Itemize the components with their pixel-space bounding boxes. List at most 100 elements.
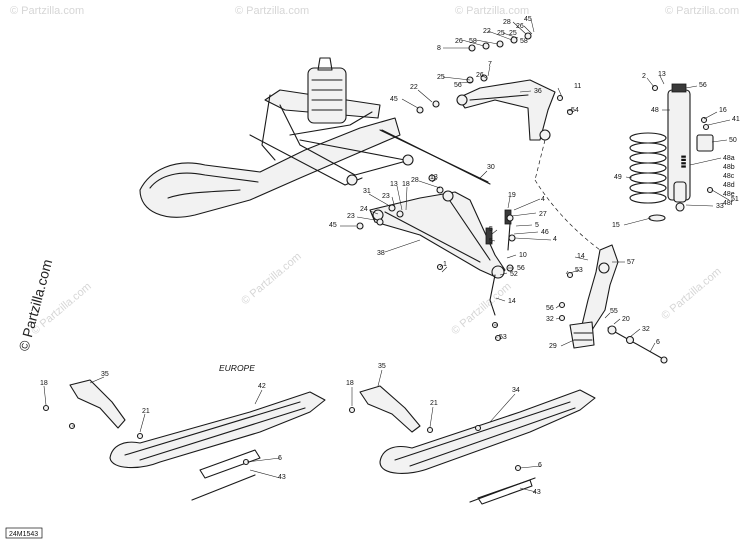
callout-label: 26 xyxy=(455,38,463,45)
callout-label: 23 xyxy=(347,213,355,220)
callout-label: 13 xyxy=(430,174,438,181)
callout-label: 18 xyxy=(346,380,354,387)
spindle-illustration xyxy=(569,244,668,364)
watermark-text: © Partzilla.com xyxy=(455,5,529,17)
callout-label: 52 xyxy=(510,271,518,278)
callout-label: 38 xyxy=(377,250,385,257)
callout-label: 23 xyxy=(382,193,390,200)
callout-label: 5 xyxy=(489,226,493,233)
callout-label: 49 xyxy=(614,174,622,181)
callout-label: 4 xyxy=(553,236,557,243)
ski-illustration xyxy=(348,385,596,505)
callout-labels: 8 26 58 22 25 28 26 45 25 58 25 56 26 7 … xyxy=(40,16,740,496)
watermark-side-label: © Partzilla.com xyxy=(15,258,55,353)
callout-label: 48f xyxy=(723,200,733,207)
callout-label: 6 xyxy=(538,462,542,469)
callout-label: 6 xyxy=(278,455,282,462)
callout-label: 28 xyxy=(503,19,511,26)
callout-label: 36 xyxy=(534,88,542,95)
callout-label: 43 xyxy=(278,474,286,481)
callout-label: 46 xyxy=(541,229,549,236)
callout-label: 14 xyxy=(508,298,516,305)
callout-label: 56 xyxy=(517,265,525,272)
figure-code-box: 24M1543 xyxy=(5,527,43,539)
callout-label: 45 xyxy=(524,16,532,23)
callout-label: 53 xyxy=(499,334,507,341)
callout-label: 8 xyxy=(437,45,441,52)
watermark-text: © Partzilla.com xyxy=(665,5,739,17)
callout-label: 18 xyxy=(402,181,410,188)
upper-a-arm-illustration xyxy=(456,79,601,251)
callout-label: 43 xyxy=(533,489,541,496)
callout-label: 53 xyxy=(575,267,583,274)
watermark-text: © Partzilla.com xyxy=(235,5,309,17)
callout-label: 48d xyxy=(723,182,735,189)
callout-label: 22 xyxy=(410,84,418,91)
callout-label: 22 xyxy=(483,28,491,35)
callout-label: 54 xyxy=(571,107,579,114)
callout-label: 48a xyxy=(723,155,735,162)
callout-label: 45 xyxy=(329,222,337,229)
frame-assembly-illustration xyxy=(139,57,489,218)
callout-label: 25 xyxy=(497,30,505,37)
callout-label: 15 xyxy=(612,222,620,229)
figure-code: 24M1543 xyxy=(9,531,38,538)
hardware-illustration xyxy=(356,32,714,342)
callout-label: 32 xyxy=(546,316,554,323)
callout-label: 50 xyxy=(729,137,737,144)
callout-label: 48e xyxy=(723,191,735,198)
callout-label: 25 xyxy=(509,30,517,37)
watermark-text: © Partzilla.com xyxy=(10,5,84,17)
ski-europe-illustration xyxy=(42,379,326,501)
callout-label: 26 xyxy=(516,23,524,30)
callout-label: 31 xyxy=(363,188,371,195)
coil-spring-illustration xyxy=(629,132,667,222)
lower-a-arm-illustration xyxy=(369,190,512,316)
callout-label: 29 xyxy=(549,343,557,350)
callout-label: 45 xyxy=(390,96,398,103)
watermark-text: © Partzilla.com xyxy=(659,265,723,322)
callout-label: 56 xyxy=(699,82,707,89)
callout-label: 5 xyxy=(535,222,539,229)
region-label: EUROPE xyxy=(219,363,255,373)
callout-label: 48b xyxy=(723,164,735,171)
callout-label: 10 xyxy=(519,252,527,259)
callout-label: 6 xyxy=(656,339,660,346)
callout-label: 20 xyxy=(622,316,630,323)
callout-label: 30 xyxy=(487,164,495,171)
callout-label: 32 xyxy=(642,326,650,333)
callout-label: 48c xyxy=(723,173,735,180)
callout-label: 55 xyxy=(610,308,618,315)
callout-label: 34 xyxy=(512,387,520,394)
callout-label: 24 xyxy=(360,206,368,213)
callout-label: 13 xyxy=(390,181,398,188)
callout-label: 56 xyxy=(546,305,554,312)
callout-label: 2 xyxy=(642,73,646,80)
callout-label: 58 xyxy=(520,38,528,45)
watermark-text: © Partzilla.com xyxy=(239,250,303,307)
callout-label: 58 xyxy=(469,38,477,45)
callout-label: 41 xyxy=(732,116,740,123)
callout-label: 35 xyxy=(101,371,109,378)
leader-lines xyxy=(43,18,731,493)
callout-label: 19 xyxy=(508,192,516,199)
callout-label: 57 xyxy=(627,259,635,266)
tie-rod-illustration xyxy=(381,129,491,185)
callout-label: 27 xyxy=(539,211,547,218)
callout-label: 28 xyxy=(411,177,419,184)
callout-label: 5 xyxy=(489,238,493,245)
watermark-text: © Partzilla.com xyxy=(449,280,513,337)
callout-label: 26 xyxy=(476,72,484,79)
callout-label: 21 xyxy=(142,408,150,415)
callout-label: 21 xyxy=(430,400,438,407)
callout-label: 13 xyxy=(658,71,666,78)
callout-label: 51 xyxy=(731,196,739,203)
callout-label: 1 xyxy=(443,261,447,268)
callout-label: 35 xyxy=(378,363,386,370)
callout-label: 33 xyxy=(716,203,724,210)
callout-label: 11 xyxy=(574,83,581,90)
callout-label: 48 xyxy=(651,107,659,114)
callout-label: 4 xyxy=(541,196,545,203)
shock-absorber-illustration: ▮▮▮▮ xyxy=(667,83,714,212)
